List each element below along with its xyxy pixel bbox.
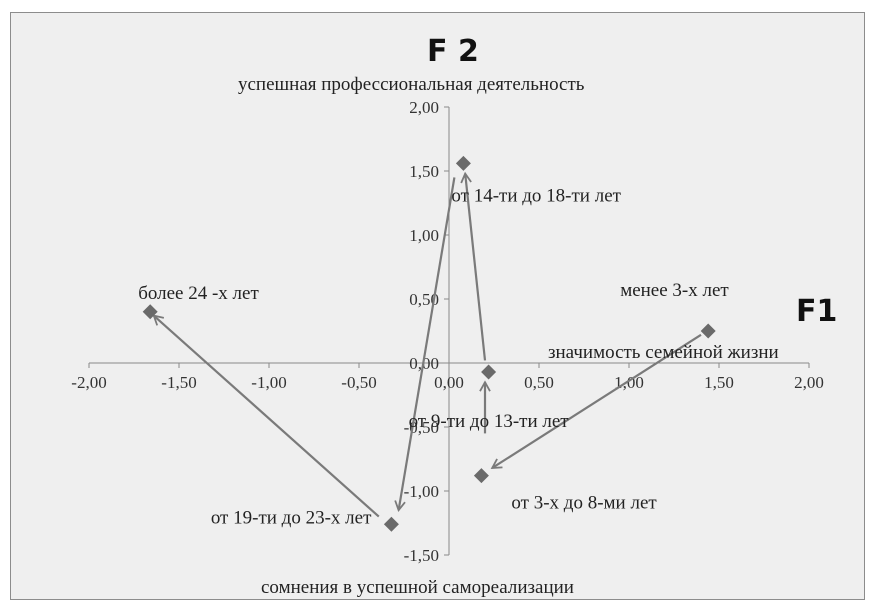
data-point-label: менее 3-х лет [620, 280, 729, 301]
x-tick-label: 1,50 [704, 373, 734, 392]
x-tick-label: -2,00 [71, 373, 106, 392]
y-tick-label: 1,50 [409, 162, 439, 181]
trajectory-arrow [490, 333, 702, 469]
y-tick-label: -1,00 [404, 482, 439, 501]
x-tick-label: 1,00 [614, 373, 644, 392]
scatter-chart: -2,00 -1,50 -1,00 -0,50 0,00 0,50 1,00 1,50 2,00… [71, 34, 837, 598]
y-positive-annotation: успешная профессиональная деятельность [238, 74, 585, 95]
x-tick-label: 0,50 [524, 373, 554, 392]
data-point-marker [383, 516, 399, 532]
y-tick-label: 2,00 [409, 98, 439, 117]
data-point-marker [455, 155, 471, 171]
data-point-label: от 19-ти до 23-х лет [211, 507, 372, 528]
x-positive-annotation: значимость семейной жизни [548, 342, 779, 363]
chart-frame: -2,00 -1,50 -1,00 -0,50 0,00 0,50 1,00 1,50 2,00… [10, 12, 865, 600]
y-negative-annotation: сомнения в успешной самореализации [261, 577, 574, 598]
x-tick-label: -1,50 [161, 373, 196, 392]
x-tick-label: -0,50 [341, 373, 376, 392]
data-point-marker [700, 323, 716, 339]
y-axis-title: F 2 [427, 34, 479, 69]
x-tick-label: 0,00 [434, 373, 464, 392]
data-point-label: более 24 -х лет [138, 283, 259, 304]
data-point-marker [473, 468, 489, 484]
y-tick-label: 1,00 [409, 226, 439, 245]
data-point-marker [481, 364, 497, 380]
trajectory-arrow [152, 314, 380, 518]
y-tick-label: -1,50 [404, 546, 439, 565]
data-point-marker [142, 304, 158, 320]
trajectory-arrow [460, 171, 487, 361]
data-point-label: от 9-ти до 13-ти лет [409, 411, 570, 432]
y-tick-label: 0,50 [409, 290, 439, 309]
x-tick-label: 2,00 [794, 373, 824, 392]
data-point-label: от 14-ти до 18-ти лет [451, 185, 621, 206]
x-axis-title: F1 [796, 294, 837, 329]
x-tick-label: -1,00 [251, 373, 286, 392]
data-point-label: от 3-х до 8-ми лет [511, 493, 657, 514]
trajectory-arrow [394, 177, 456, 513]
